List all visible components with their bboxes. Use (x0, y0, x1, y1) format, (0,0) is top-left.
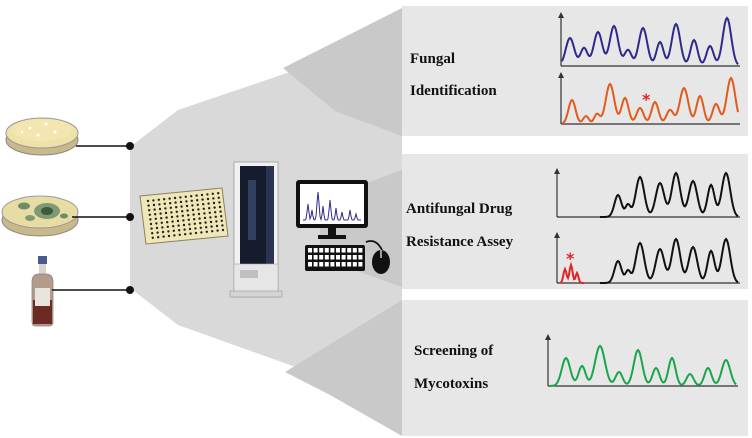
keyboard-icon (305, 245, 365, 271)
blood-culture-bottle-icon (31, 256, 54, 327)
spectrum-annotation-star-2: * (566, 249, 575, 268)
connector-top (283, 8, 402, 136)
panel-antifungal-resistance (402, 154, 748, 289)
maldi-tof-instrument-icon (229, 161, 283, 298)
spectrum-black-bottom (554, 232, 740, 284)
petri-dish-icon (5, 117, 79, 156)
petri-dish-colonies-icon (1, 195, 79, 237)
computer-monitor-icon (296, 180, 368, 239)
mouse-icon (365, 240, 390, 274)
panel-1-label-line2: Identification (410, 83, 497, 99)
spectrum-blue (558, 12, 740, 67)
panel-fungal-identification (402, 6, 748, 136)
target-plate-icon (139, 187, 229, 245)
spectrum-orange (558, 72, 740, 125)
panel-1-label-line1: Fungal (410, 51, 455, 67)
panel-3-label-line2: Mycotoxins (414, 376, 488, 392)
panel-3-label-line1: Screening of (414, 343, 494, 359)
panel-mycotoxins (402, 300, 748, 436)
panel-2-label-line2: Resistance Assey (406, 234, 514, 250)
spectrum-annotation-star-1: * (642, 90, 651, 109)
connector-bottom (285, 300, 402, 436)
panel-2-label-line1: Antifungal Drug (406, 201, 513, 217)
spectrum-green (545, 334, 738, 387)
spectrum-black-top (554, 168, 740, 218)
